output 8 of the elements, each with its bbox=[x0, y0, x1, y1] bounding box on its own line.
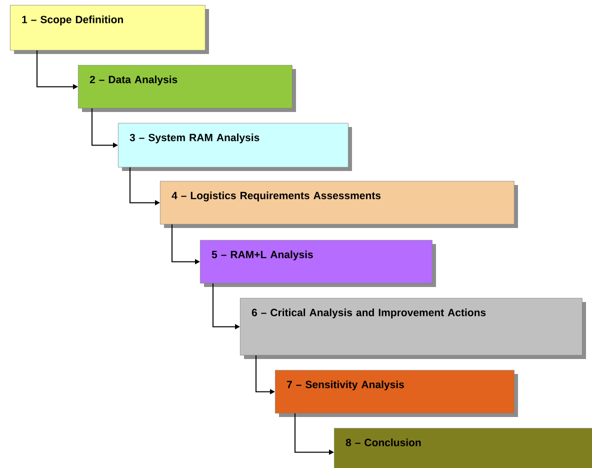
step-box: 7 – Sensitivity Analysis bbox=[275, 370, 518, 417]
step-box: 8 – Conclusion bbox=[334, 428, 592, 468]
step-box: 4 – Logistics Requirements Assessments bbox=[160, 181, 518, 228]
step-box: 1 – Scope Definition bbox=[10, 5, 209, 54]
step-box: 5 – RAM+L Analysis bbox=[200, 240, 436, 287]
step-box: 2 – Data Analysis bbox=[78, 65, 296, 112]
step-box: 3 – System RAM Analysis bbox=[118, 123, 352, 171]
step-box: 6 – Critical Analysis and Improvement Actions bbox=[240, 298, 586, 359]
